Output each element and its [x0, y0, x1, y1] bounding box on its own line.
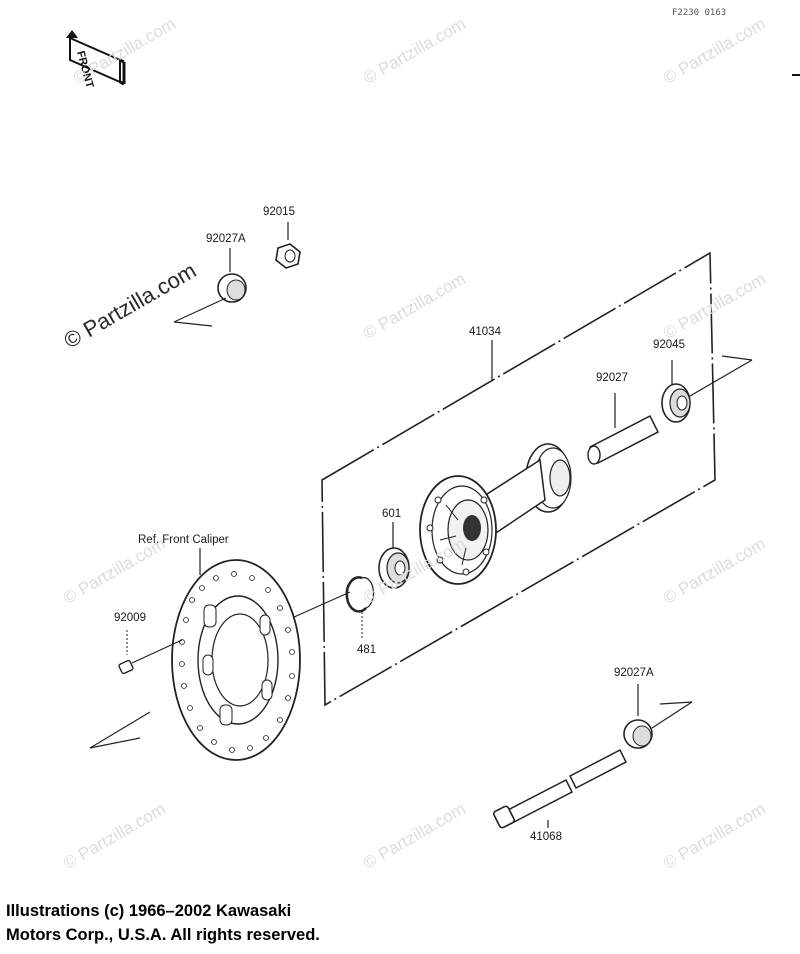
part-label-bearing-right: 92045 [653, 339, 685, 351]
part-label-nut: 92015 [263, 206, 295, 218]
front-direction-badge: FRONT [66, 30, 126, 90]
disc-bolt [118, 630, 183, 675]
circlip [291, 576, 374, 640]
bottom-collar [623, 684, 693, 749]
copyright-line-2: Motors Corp., U.S.A. All rights reserved… [6, 926, 320, 944]
left-bearing [378, 522, 410, 589]
brake-disc [89, 548, 301, 761]
front-axle [493, 748, 628, 829]
hub-assembly-boundary [321, 251, 716, 707]
part-label-collar-top: 92027A [206, 233, 246, 245]
figure-code: F2230 0163 [672, 8, 727, 18]
part-label-disc-bolt: 92009 [114, 612, 146, 624]
top-collar [173, 248, 247, 327]
axle-nut [275, 222, 301, 269]
wheel-hub [419, 443, 572, 585]
part-label-circlip: 481 [357, 644, 377, 656]
spacer-tube [587, 393, 660, 465]
part-label-bearing-left: 601 [382, 508, 402, 520]
copyright-line-1: Illustrations (c) 1966–2002 Kawasaki [6, 902, 292, 920]
part-label-spacer: 92027 [596, 372, 628, 384]
part-label-hub: 41034 [469, 326, 501, 338]
right-bearing [661, 355, 753, 423]
part-label-collar-bottom: 92027A [614, 667, 654, 679]
part-label-reference: Ref. Front Caliper [138, 534, 229, 546]
part-label-axle: 41068 [530, 831, 562, 843]
